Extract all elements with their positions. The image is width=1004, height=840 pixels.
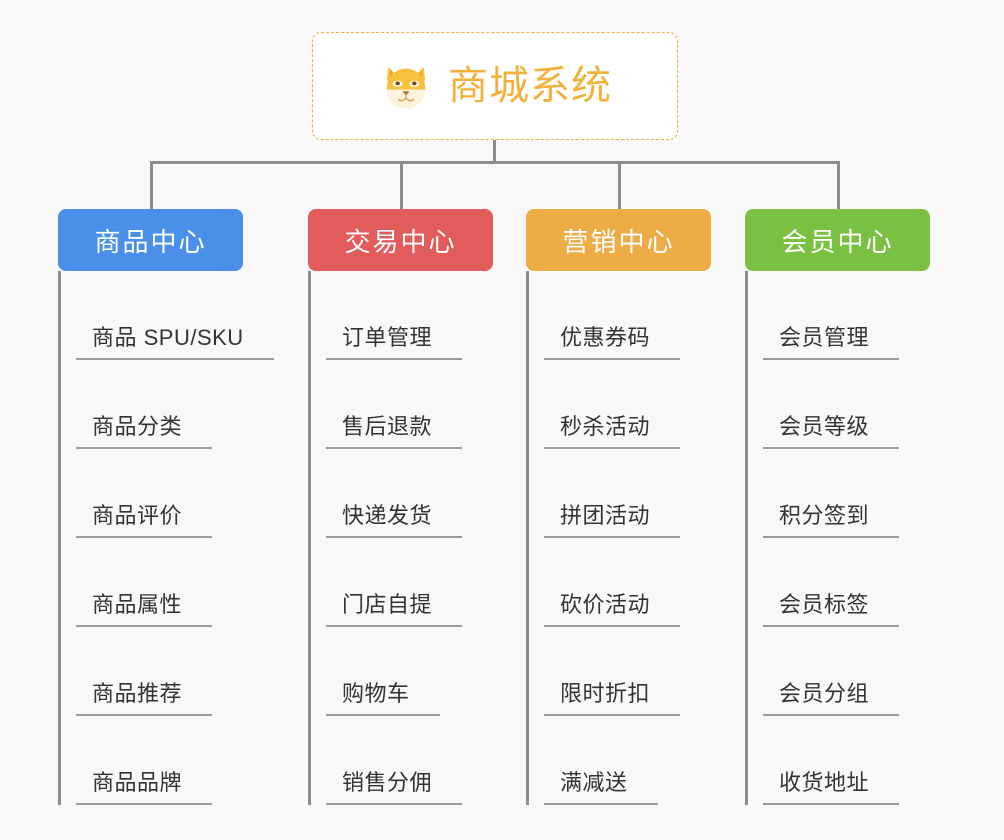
leaf-list-marketing-center: 优惠券码 秒杀活动 拼团活动 砍价活动 限时折扣 满减送 (526, 271, 711, 805)
leaf-label: 限时折扣 (544, 676, 681, 716)
connector-drop-2 (400, 161, 403, 211)
category-title: 会员中心 (781, 226, 894, 257)
list-item[interactable]: 积分签到 (763, 449, 930, 538)
leaf-label: 收货地址 (763, 765, 900, 805)
column-product-center: 商品中心 商品 SPU/SKU 商品分类 商品评价 商品属性 商品推荐 商品品牌 (58, 209, 274, 805)
connector-bus (150, 161, 840, 164)
list-item[interactable]: 商品品牌 (76, 716, 243, 805)
root-node[interactable]: 商城系统 (312, 32, 678, 140)
list-item[interactable]: 限时折扣 (544, 627, 711, 716)
column-trade-center: 交易中心 订单管理 售后退款 快递发货 门店自提 购物车 销售分佣 (308, 209, 493, 805)
leaf-label: 快递发货 (326, 498, 463, 538)
leaf-label: 商品属性 (76, 587, 213, 627)
leaf-label: 商品推荐 (76, 676, 213, 716)
category-title: 商品中心 (94, 226, 207, 257)
leaf-label: 砍价活动 (544, 587, 681, 627)
dog-face-icon (386, 66, 426, 109)
leaf-label: 会员管理 (763, 320, 900, 360)
list-item[interactable]: 快递发货 (326, 449, 493, 538)
list-item[interactable]: 售后退款 (326, 360, 493, 449)
leaf-label: 会员分组 (763, 676, 900, 716)
list-item[interactable]: 商品 SPU/SKU (76, 271, 274, 360)
list-item[interactable]: 商品推荐 (76, 627, 243, 716)
list-item[interactable]: 商品评价 (76, 449, 243, 538)
list-item[interactable]: 优惠券码 (544, 271, 711, 360)
category-header-trade-center[interactable]: 交易中心 (308, 209, 493, 271)
list-item[interactable]: 收货地址 (763, 716, 930, 805)
leaf-label: 会员等级 (763, 409, 900, 449)
list-item[interactable]: 商品分类 (76, 360, 243, 449)
leaf-label: 商品品牌 (76, 765, 213, 805)
leaf-label: 商品分类 (76, 409, 213, 449)
list-item[interactable]: 砍价活动 (544, 538, 711, 627)
list-item[interactable]: 会员等级 (763, 360, 930, 449)
leaf-label: 会员标签 (763, 587, 900, 627)
column-member-center: 会员中心 会员管理 会员等级 积分签到 会员标签 会员分组 收货地址 (745, 209, 930, 805)
leaf-list-product-center: 商品 SPU/SKU 商品分类 商品评价 商品属性 商品推荐 商品品牌 (58, 271, 274, 805)
leaf-label: 秒杀活动 (544, 409, 681, 449)
list-item[interactable]: 会员管理 (763, 271, 930, 360)
leaf-label: 售后退款 (326, 409, 463, 449)
list-item[interactable]: 商品属性 (76, 538, 243, 627)
connector-root-stem (493, 140, 496, 163)
leaf-label: 积分签到 (763, 498, 900, 538)
connector-drop-3 (618, 161, 621, 211)
category-header-marketing-center[interactable]: 营销中心 (526, 209, 711, 271)
list-item[interactable]: 订单管理 (326, 271, 493, 360)
leaf-label: 满减送 (544, 765, 658, 805)
list-item[interactable]: 秒杀活动 (544, 360, 711, 449)
leaf-label: 优惠券码 (544, 320, 681, 360)
column-marketing-center: 营销中心 优惠券码 秒杀活动 拼团活动 砍价活动 限时折扣 满减送 (526, 209, 711, 805)
category-header-member-center[interactable]: 会员中心 (745, 209, 930, 271)
leaf-label: 门店自提 (326, 587, 463, 627)
list-item[interactable]: 销售分佣 (326, 716, 493, 805)
leaf-label: 购物车 (326, 676, 440, 716)
leaf-list-member-center: 会员管理 会员等级 积分签到 会员标签 会员分组 收货地址 (745, 271, 930, 805)
list-item[interactable]: 会员标签 (763, 538, 930, 627)
list-item[interactable]: 满减送 (544, 716, 711, 805)
root-title: 商城系统 (448, 64, 612, 108)
category-header-product-center[interactable]: 商品中心 (58, 209, 243, 271)
connector-drop-1 (150, 161, 153, 211)
category-title: 营销中心 (562, 226, 675, 257)
list-item[interactable]: 会员分组 (763, 627, 930, 716)
leaf-label: 商品评价 (76, 498, 213, 538)
connector-drop-4 (837, 161, 840, 211)
list-item[interactable]: 拼团活动 (544, 449, 711, 538)
leaf-label: 销售分佣 (326, 765, 463, 805)
category-title: 交易中心 (344, 226, 457, 257)
leaf-label: 商品 SPU/SKU (76, 320, 274, 360)
list-item[interactable]: 购物车 (326, 627, 493, 716)
leaf-label: 订单管理 (326, 320, 463, 360)
leaf-list-trade-center: 订单管理 售后退款 快递发货 门店自提 购物车 销售分佣 (308, 271, 493, 805)
leaf-label: 拼团活动 (544, 498, 681, 538)
list-item[interactable]: 门店自提 (326, 538, 493, 627)
